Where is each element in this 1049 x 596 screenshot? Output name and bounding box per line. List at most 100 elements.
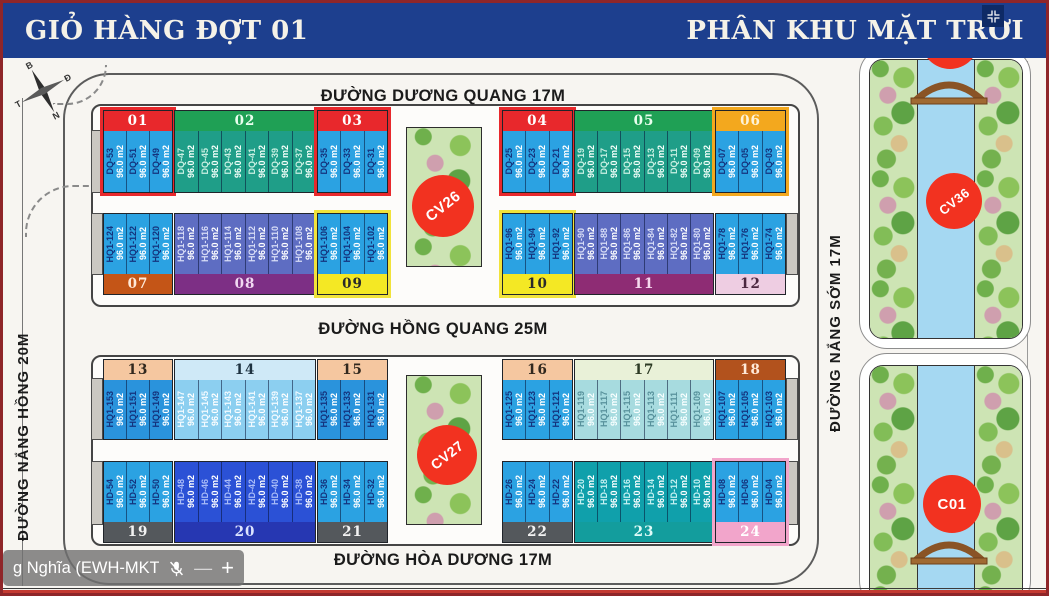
plot-area: 96.0 m2	[678, 392, 689, 427]
plot-code: HQ1-108	[293, 225, 304, 263]
plot-code: HQ1-122	[128, 225, 138, 263]
plot-code: HQ1-143	[223, 391, 234, 428]
plot-code: DQ-43	[223, 148, 234, 175]
block-24-number: 24	[716, 522, 785, 542]
plot-code: HD-06	[740, 478, 751, 505]
plot-code: HQ1-102	[365, 225, 376, 263]
plot-area: 96.0 m2	[701, 392, 712, 427]
plot-code: DQ-07	[717, 148, 728, 175]
road-stub	[786, 378, 798, 440]
plot-area: 96.0 m2	[586, 144, 597, 179]
plot-code: HQ1-121	[550, 391, 561, 428]
park-trees	[975, 60, 1022, 338]
fullscreen-toggle-icon[interactable]	[982, 5, 1004, 27]
plot-code: DQ-51	[128, 148, 138, 175]
plot-area: 96.0 m2	[773, 144, 784, 179]
plot-area: 96.0 m2	[256, 144, 267, 179]
plot-code: HD-54	[105, 478, 115, 505]
plot-code: HQ1-125	[504, 391, 515, 428]
plot-area: 96.0 m2	[115, 392, 125, 427]
plot-area: 96.0 m2	[727, 392, 738, 427]
plot-code: HQ1-112	[246, 225, 257, 263]
road-stub	[91, 130, 103, 193]
plot-code: HQ1-107	[717, 391, 728, 428]
plot-area: 96.0 m2	[514, 227, 525, 261]
block-10-number: 10	[503, 274, 572, 294]
left-road-edge	[22, 98, 23, 586]
minimize-control[interactable]: —	[194, 557, 213, 578]
block-22-number: 22	[503, 522, 572, 542]
bridge-icon	[909, 79, 989, 112]
plot-area: 96.0 m2	[280, 475, 291, 509]
plot-area: 96.0 m2	[209, 227, 220, 261]
plot-code: HD-20	[576, 478, 587, 505]
plot-area: 96.0 m2	[280, 144, 291, 179]
plot-area: 96.0 m2	[161, 227, 171, 261]
plot-area: 96.0 m2	[537, 475, 548, 509]
mic-muted-icon[interactable]	[168, 560, 185, 577]
plot-code: HQ1-109	[691, 391, 702, 428]
plus-control[interactable]: +	[221, 555, 234, 580]
plot-code: HD-42	[246, 478, 257, 505]
plot-area: 96.0 m2	[280, 392, 291, 427]
plot-code: DQ-19	[576, 148, 587, 175]
road-stub	[786, 213, 798, 275]
title-banner: GIỎ HÀNG ĐỢT 01 PHÂN KHU MẶT TRỜI	[3, 3, 1046, 58]
plot-code: DQ-05	[740, 148, 751, 175]
block-11-number: 11	[575, 274, 713, 294]
street-label-hong-quang: ĐƯỜNG HỒNG QUANG 25M	[318, 320, 548, 338]
plot-area: 96.0 m2	[750, 227, 761, 261]
plot-area: 96.0 m2	[186, 392, 197, 427]
park-trees	[870, 60, 917, 338]
block-21-number: 21	[318, 522, 387, 542]
plot-area: 96.0 m2	[209, 392, 220, 427]
plot-area: 96.0 m2	[773, 392, 784, 427]
plot-area: 96.0 m2	[138, 475, 148, 509]
plot-code: HQ1-149	[151, 391, 161, 428]
plot-code: HD-22	[550, 478, 561, 505]
plot-code: HQ1-120	[151, 225, 161, 263]
park-trees	[870, 366, 917, 593]
street-label-duong-quang: ĐƯỜNG DƯƠNG QUANG 17M	[320, 87, 566, 105]
plot-area: 96.0 m2	[186, 475, 197, 509]
plot-area: 96.0 m2	[750, 392, 761, 427]
plot-code: DQ-25	[504, 148, 515, 175]
plot-area: 96.0 m2	[138, 392, 148, 427]
plot-area: 96.0 m2	[329, 144, 340, 179]
plot-code: HD-14	[645, 478, 656, 505]
road-stub	[91, 378, 103, 440]
block-09-number: 09	[318, 274, 387, 294]
plot-code: HQ1-90	[576, 228, 587, 260]
plot-area: 96.0 m2	[586, 227, 597, 261]
plot-area: 96.0 m2	[352, 475, 363, 509]
